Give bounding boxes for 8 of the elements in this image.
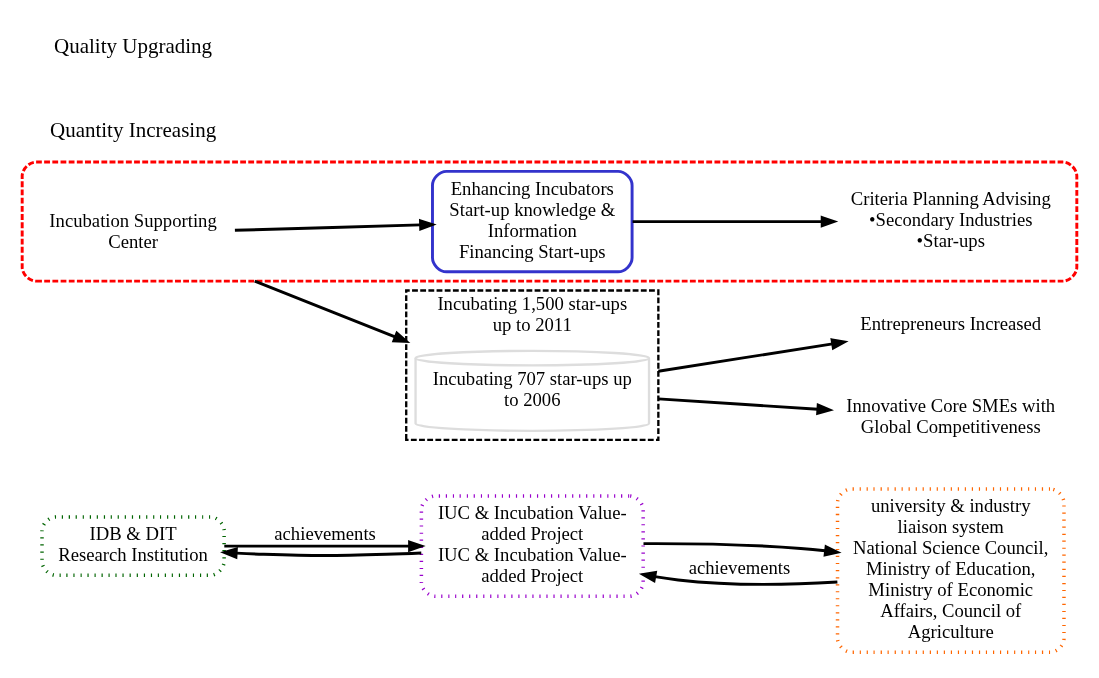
label: Quantity Increasing [49, 117, 217, 142]
label: Quality Upgrading [54, 33, 213, 58]
node-text: Criteria Planning Advising •Secondary Industries •Star-ups [850, 187, 1051, 251]
node-text: Entrepreneurs Increased [860, 312, 1042, 334]
edge-label: achievements [274, 522, 376, 544]
node-text: Innovative Core SMEs with Global Competitiveness [846, 394, 1056, 437]
edge-label: achievements [688, 556, 791, 578]
node-text: Incubation Supporting Center [49, 209, 217, 252]
